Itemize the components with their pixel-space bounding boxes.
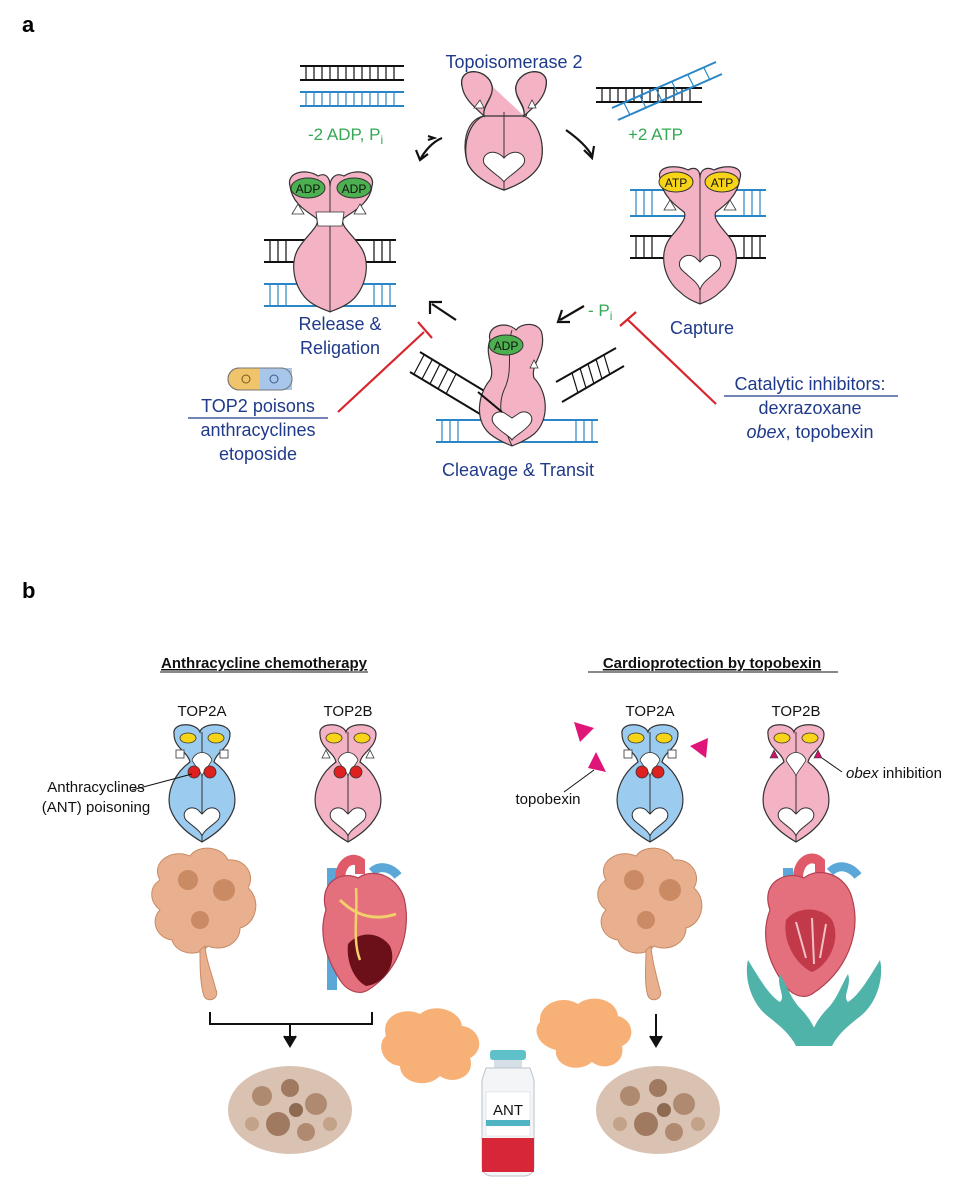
drug-cloud-right [536,998,632,1068]
topobexin-triangle-3 [588,752,606,772]
catalytic-line1: dexrazoxane [758,398,861,418]
arrow-cleavage-to-release [428,300,457,321]
poisons-line2: etoposide [219,444,297,464]
capture-label: Capture [670,318,734,338]
capture-atp-left: ATP [665,176,687,190]
obex-leader-line [821,757,843,773]
ant-label-line1: Anthracyclines [47,779,145,796]
minus-adp-label: -2 ADP, Pi [308,125,383,147]
release-adp-left: ADP [296,182,321,196]
topobexin-label: topobexin [515,791,580,808]
arrow-right-down [649,1014,663,1048]
healthy-heart [764,853,862,997]
right-heading: Cardioprotection by topobexin [603,655,821,672]
bracket-arrow-left [209,1012,373,1048]
cleavage-complex [409,323,625,447]
topo2-enzyme-top [461,71,547,191]
arrow-top-right [565,129,596,161]
plus-atp-label: +2 ATP [628,125,683,144]
topobexin-triangle-2 [690,738,708,758]
top2b-right-enzyme [762,724,830,843]
capture-atp-right: ATP [711,176,733,190]
top2b-left-enzyme [314,724,382,843]
panel-a-letter: a [22,12,35,37]
pill-icon [227,367,293,391]
ant-leader-line [131,773,193,791]
top2a-right-label: TOP2A [626,703,675,720]
dna-top-left [300,65,404,107]
top2b-left-label: TOP2B [324,703,373,720]
top2a-right-enzyme [616,724,684,843]
vial-label: ANT [493,1102,523,1119]
catalytic-title: Catalytic inhibitors: [734,374,885,394]
arrow-capture-to-cleavage [556,305,585,324]
topobexin-leader-line [563,769,595,793]
dna-top-right [596,61,723,121]
capture-complex [630,166,766,305]
inhibition-line-poisons [337,321,433,413]
dead-cells-left [228,1066,352,1154]
release-adp-right: ADP [342,182,367,196]
catalytic-line2: obex, topobexin [746,422,873,442]
topoisomerase-title: Topoisomerase 2 [445,52,582,72]
release-complex [264,171,396,313]
top2a-left-label: TOP2A [178,703,227,720]
ant-label-line2: (ANT) poisoning [42,799,150,816]
ant-vial-icon [481,1050,535,1177]
cancer-cells-right [597,847,703,1001]
release-label-line1: Release & [298,314,381,334]
release-label-line2: Religation [300,338,380,358]
top2b-right-label: TOP2B [772,703,821,720]
poisons-title: TOP2 poisons [201,396,315,416]
hands-icon [746,960,882,1046]
obex-label: obex inhibition [846,765,942,782]
inhibition-line-catalytic [619,311,717,405]
cleavage-label: Cleavage & Transit [442,460,594,480]
topobexin-triangle-1 [574,722,594,742]
drug-cloud-left [381,1008,480,1084]
damaged-heart [322,854,407,993]
cleavage-adp: ADP [494,339,519,353]
arrow-top-left [414,134,443,162]
dead-cells-right [596,1066,720,1154]
left-heading: Anthracycline chemotherapy [161,655,368,672]
cancer-cells-left [151,847,257,1001]
panel-b-letter: b [22,578,35,603]
top2a-left-enzyme [168,724,236,843]
poisons-line1: anthracyclines [200,420,315,440]
minus-pi-label: - Pi [588,301,612,323]
